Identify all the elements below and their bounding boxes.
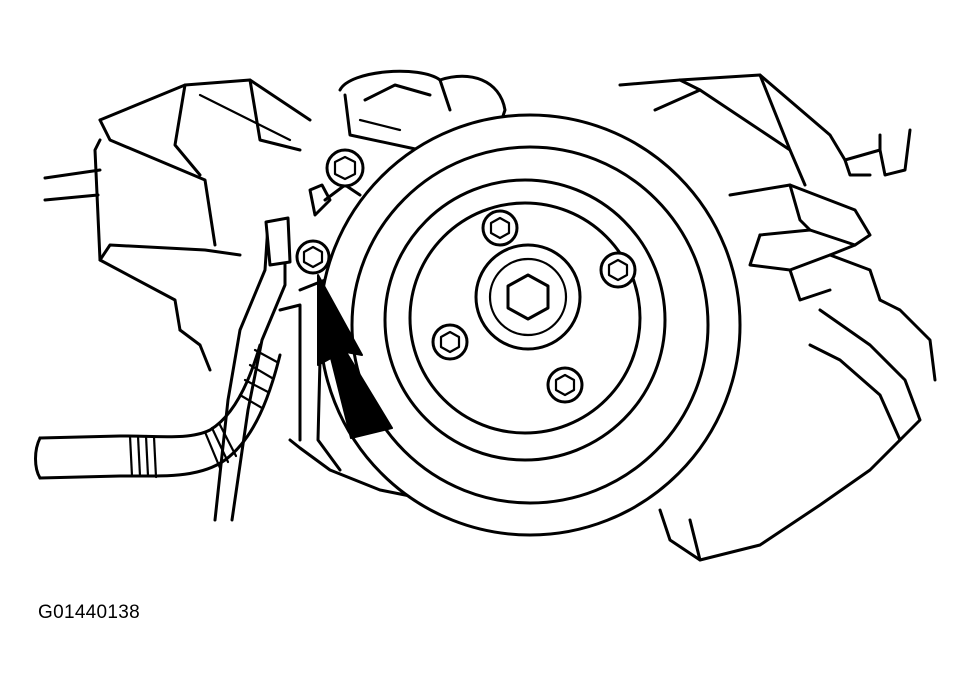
figure-id-label: G01440138	[38, 602, 141, 623]
pulley-bolt-icon	[546, 366, 584, 404]
pulley-bolt-icon	[431, 323, 469, 361]
crankshaft-pulley	[318, 113, 742, 537]
dipstick-tube	[213, 216, 432, 522]
arrow-icon	[317, 274, 393, 439]
pulley-bolt-icon	[599, 251, 637, 289]
coolant-hose	[34, 343, 282, 480]
hex-bolt-icon	[295, 239, 331, 275]
engine-block-outline	[43, 69, 937, 562]
hex-bolt-icon	[325, 148, 365, 188]
pulley-bolt-icon	[481, 209, 519, 247]
center-bolt-hex-icon	[506, 273, 550, 321]
